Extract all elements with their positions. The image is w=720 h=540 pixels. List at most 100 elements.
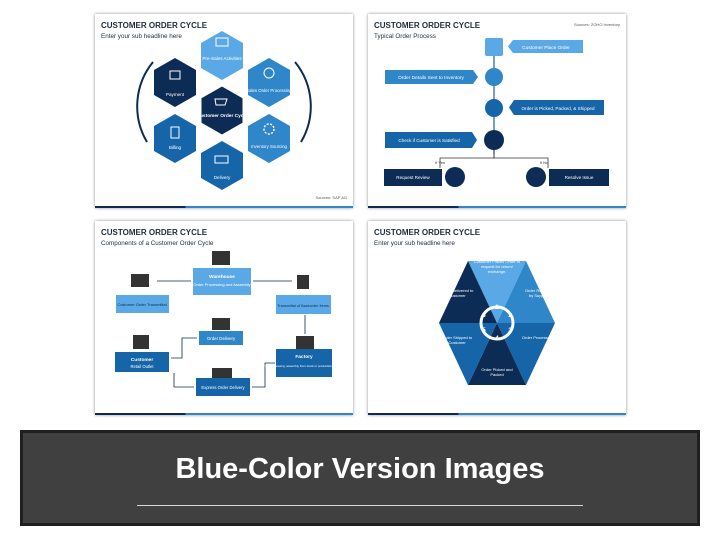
slide-footer-bar [368,206,626,208]
presentation-icon [215,37,229,47]
hex-label-pre-sales: Pre-Sales Activities [202,56,242,61]
place-order-box [508,40,583,53]
flow-arrow [173,373,194,388]
warehouse-box [193,268,251,295]
factory-title: Factory [295,354,313,360]
sales-icon [263,67,275,79]
center-ring [479,305,515,341]
slide-thumbnail-order-process[interactable]: CUSTOMER ORDER CYCLE Typical Order Proce… [368,14,626,208]
hex-sales-order [248,58,290,107]
clipboard-icon [297,275,309,289]
slide-footer-bar [368,413,626,415]
payment-icon [169,70,181,80]
picked-packed-box [509,100,604,115]
shipping-icon [485,99,503,117]
truck-icon [212,368,232,378]
source-note: Sources: SAP AG [315,195,348,200]
hexagon-diagram: Pre-Sales Activities Payment Sales Order… [136,31,312,190]
backorder-text: Transmittal of Backorder Items [277,304,329,308]
order-delivery-box [199,331,243,345]
cart-icon [214,98,228,106]
hex-delivery [201,141,243,190]
backorder-box [276,295,331,314]
invoice-icon [170,126,180,139]
inventory-icon [485,68,503,86]
scooter-icon [212,318,230,330]
gear-icon [263,123,275,135]
flow-arrow [171,337,197,359]
step-satisfied: Check if Customer is Satisfied [398,138,460,143]
segment-3 [497,323,555,385]
cycle-arrow [136,61,154,143]
segment-num-3: 3 [508,328,512,334]
segment-1 [468,261,526,323]
cycle-arrow [294,61,312,143]
factory-box [276,349,332,377]
slide-footer-bar [95,206,353,208]
segment-num-4: 4 [495,336,499,342]
flow-arrow [252,362,275,388]
triangle-cycle-diagram: 1 2 3 4 5 6 [439,261,555,385]
slide-subtitle: Enter your sub headline here [101,33,182,40]
step-place-order: Customer Place Order [522,45,570,51]
slide-thumbnail-components[interactable]: CUSTOMER ORDER CYCLE Components of a Cus… [95,221,353,415]
slide-subtitle: Components of a Customer Order Cycle [101,240,214,247]
hex-center [200,85,244,136]
slide-footer-bar [95,413,353,415]
warehouse-title: Warehouse [209,274,235,280]
step-request-review: Request Review [396,175,430,180]
hex-label-delivery: Delivery [214,175,231,180]
source-note: Sources: ZOHO Inventory [573,22,620,27]
hex-label-payment: Payment [166,92,185,97]
hex-payment [154,58,196,107]
hex-label-sales: Sales Order Processing [246,88,292,93]
sent-inventory-box [385,70,478,84]
segment-label-4: Order Picked and Packed [481,367,513,378]
segment-6 [439,261,497,323]
segment-2 [497,261,555,323]
branch-no [493,150,549,168]
segment-label-6: Order Delivered to Customer [440,288,474,299]
label-if-yes: If Yes [435,160,445,165]
basket-icon [131,274,149,287]
slide-title: CUSTOMER ORDER CYCLE [374,228,481,237]
retail-text: Retail Outlet [130,364,154,369]
factory-text: Order processing, assembly from stock or… [262,364,347,368]
hex-label-billing: Billing [169,145,182,150]
hex-inventory [248,114,290,163]
transmittal-text: Customer Order Transmittal [117,302,166,307]
express-box [196,378,250,396]
step-resolve-issue: Resolve Issue [565,175,594,180]
segment-num-6: 6 [482,313,486,319]
segment-num-2: 2 [508,313,512,319]
process-flowchart: Customer Place Order Order Details Sent … [384,38,609,187]
hex-pre-sales [201,31,243,80]
version-banner: Blue-Color Version Images [20,430,700,526]
slide-title: CUSTOMER ORDER CYCLE [101,21,208,30]
slide-subtitle: Enter your sub headline here [374,240,455,247]
step-sent-inventory: Order Details Sent to Inventory [398,75,464,81]
segment-4 [468,323,526,385]
segment-5 [439,323,497,385]
resolve-icon [526,167,546,187]
hex-label-inventory: Inventory Sourcing [251,144,287,149]
slide-subtitle: Typical Order Process [374,33,436,40]
factory-icon [296,336,314,349]
slide-thumbnail-hexagon-cycle[interactable]: CUSTOMER ORDER CYCLE Enter your sub head… [95,14,353,208]
segment-label-3: Order Processed [521,335,553,340]
segment-label-5: Order Shipped to Customer [441,335,473,346]
retail-box [115,352,169,372]
slide-title: CUSTOMER ORDER CYCLE [101,228,208,237]
warehouse-icon [212,251,230,265]
banner-underline [137,505,583,506]
warehouse-text: Order Processing and Assembly [193,282,250,287]
segment-num-1: 1 [495,305,499,311]
segment-label-2: Order Received by Supplier [524,288,553,299]
hex-label-center: Customer Order Cycle [197,113,248,119]
segment-num-5: 5 [482,328,486,334]
review-icon [445,167,465,187]
segment-label-1: Customer Places Order or request for ret… [473,259,521,275]
retail-title: Customer [131,357,154,363]
order-delivery-text: Order Delivery [207,336,236,341]
slide-thumbnail-triangle-cycle[interactable]: CUSTOMER ORDER CYCLE Enter your sub head… [368,221,626,415]
